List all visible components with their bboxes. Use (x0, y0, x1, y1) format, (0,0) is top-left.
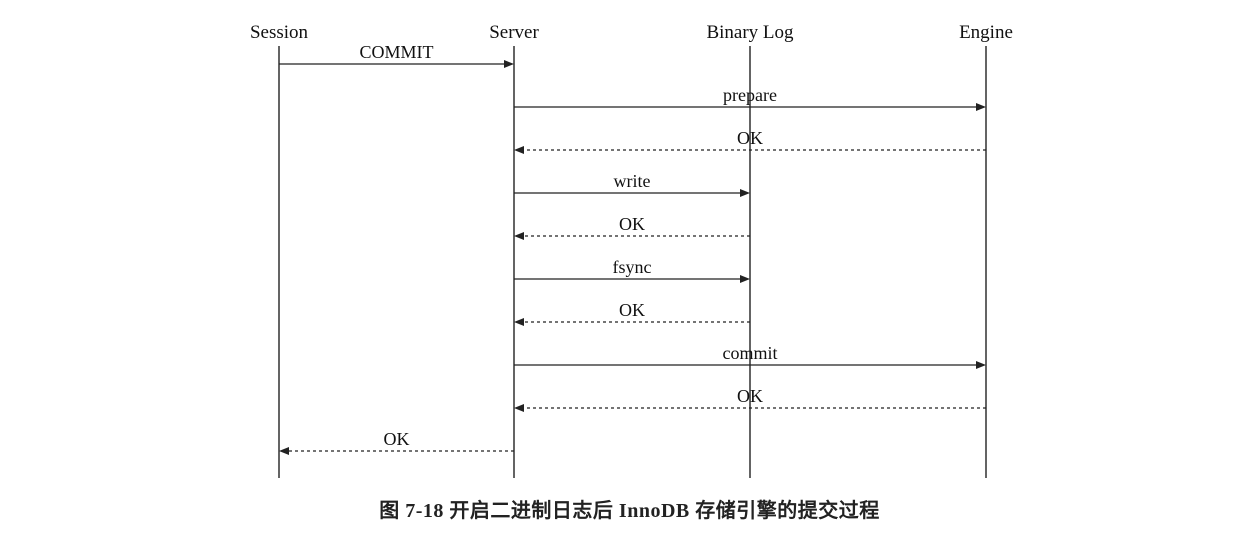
message-4: write (514, 171, 750, 197)
arrowhead-icon (514, 318, 524, 326)
message-9: OK (514, 386, 986, 412)
arrowhead-icon (279, 447, 289, 455)
message-label: COMMIT (359, 42, 433, 62)
message-10: OK (279, 429, 514, 455)
message-5: OK (514, 214, 750, 240)
participant-label-server: Server (489, 22, 539, 43)
message-label: commit (723, 343, 778, 363)
message-label: OK (737, 386, 763, 406)
arrowhead-icon (504, 60, 514, 68)
arrowhead-icon (514, 146, 524, 154)
message-2: prepare (514, 85, 986, 111)
arrowhead-icon (514, 232, 524, 240)
message-label: OK (619, 300, 645, 320)
message-label: OK (384, 429, 410, 449)
participant-label-session: Session (250, 22, 309, 43)
message-7: OK (514, 300, 750, 326)
message-label: fsync (613, 257, 652, 277)
arrowhead-icon (976, 361, 986, 369)
message-8: commit (514, 343, 986, 369)
message-6: fsync (514, 257, 750, 283)
participants: Session Server Binary Log Engine (250, 22, 1013, 478)
figure-caption: 图 7-18 开启二进制日志后 InnoDB 存储引擎的提交过程 (379, 500, 880, 522)
message-label: write (614, 171, 651, 191)
message-label: OK (737, 128, 763, 148)
message-1: COMMIT (279, 42, 514, 68)
message-3: OK (514, 128, 986, 154)
participant-label-binlog: Binary Log (706, 22, 794, 43)
message-label: prepare (723, 85, 777, 105)
arrowhead-icon (514, 404, 524, 412)
participant-label-engine: Engine (959, 22, 1013, 43)
arrowhead-icon (740, 275, 750, 283)
message-label: OK (619, 214, 645, 234)
arrowhead-icon (740, 189, 750, 197)
arrowhead-icon (976, 103, 986, 111)
